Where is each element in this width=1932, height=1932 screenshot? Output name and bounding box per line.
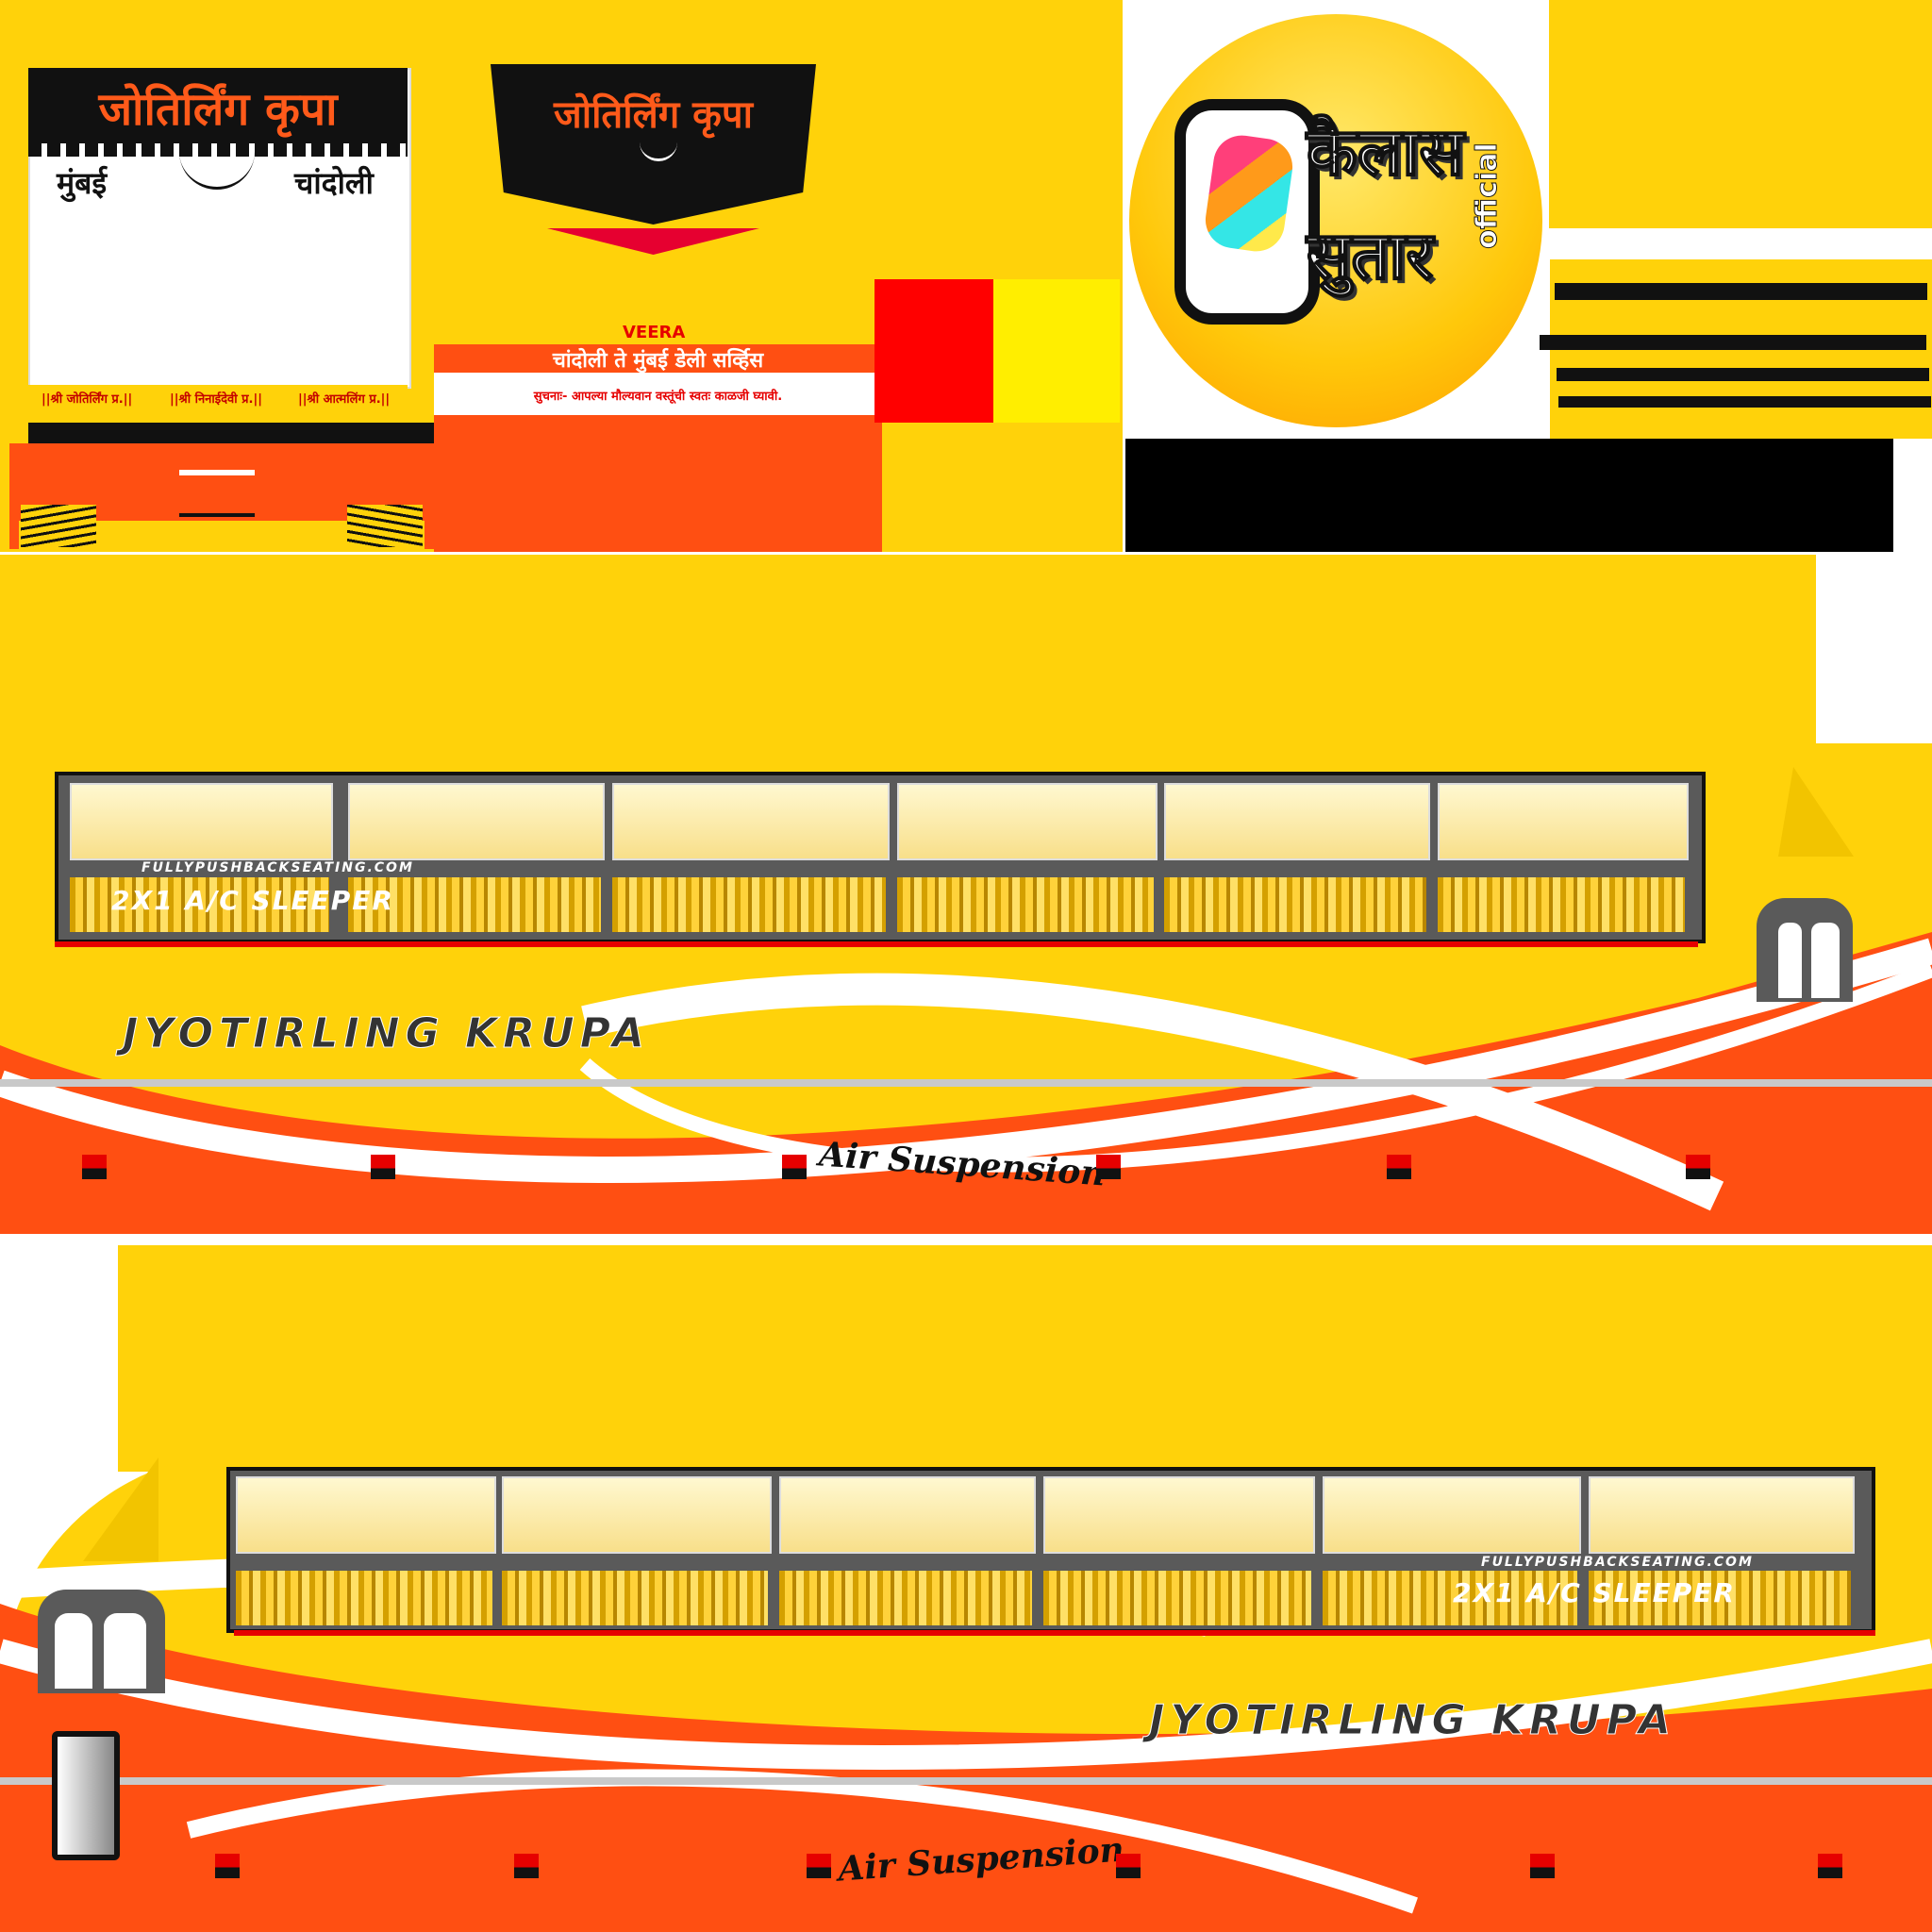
front-city-left: मुंबई [57,165,108,201]
stripe-1 [1555,283,1927,300]
window [70,783,333,860]
side-marker-lamp-icon [1530,1854,1555,1878]
rear-flourish-icon [640,140,677,161]
window [1589,1476,1855,1554]
texture-top-right-band [1549,0,1932,228]
rear-title: जोतिर्लिंग कृपा [554,92,753,137]
side-marker-lamp-icon [371,1155,395,1179]
side-bottom-windows [236,1476,1863,1627]
side-marker-lamp-icon [514,1854,539,1878]
side-top-red-line [55,941,1698,947]
rear-route: चांदोली ते मुंबई डेली सर्व्हिस [552,348,764,373]
stripe-3 [1557,368,1929,381]
window [236,1476,496,1554]
side-bottom-fuel-flap [52,1731,120,1860]
side-marker-lamp-icon [1818,1854,1842,1878]
side-marker-lamp-icon [82,1155,107,1179]
side-bottom-name: JYOTIRLING KRUPA [1149,1696,1676,1745]
front-blessing-2: ||श्री निनाईदेवी प्र.|| [170,392,262,407]
side-marker-lamp-icon [807,1854,831,1878]
curtain [779,1571,1032,1625]
stripe-2 [1540,335,1926,350]
front-emblem-icon [179,149,255,190]
curtain [1438,877,1685,932]
curtain [70,877,329,932]
front-stripes-left [21,505,96,547]
side-bottom-roof [118,1245,1932,1472]
window [1043,1476,1315,1554]
side-bottom-type: 2X1 A/C SLEEPER [1453,1577,1736,1608]
side-top-name: JYOTIRLING KRUPA [123,1009,650,1058]
window [348,783,605,860]
black-bar [1125,439,1893,552]
side-top-tagline: FULLYPUSHBACKSEATING.COM [142,860,414,875]
swatch-yellow [993,279,1120,423]
curtain [1164,877,1426,932]
window [779,1476,1036,1554]
rear-notice-band [434,373,882,415]
side-top-type: 2X1 A/C SLEEPER [111,885,394,916]
rear-bumper [434,415,882,552]
side-top-door-glass-2 [1811,923,1840,998]
side-top-windows [70,783,1692,934]
rear-route-band [434,344,882,373]
channel-logo-line1: कैलास [1306,111,1465,192]
front-title-bar [28,68,408,143]
side-bottom-door-glass-1 [55,1613,92,1689]
window [1164,783,1430,860]
side-bottom-door-glass-2 [104,1613,146,1689]
front-city-right: चांदोली [294,165,374,201]
curtain [897,877,1154,932]
side-marker-lamp-icon [1387,1155,1411,1179]
stripe-4 [1558,396,1931,408]
side-top-roof [0,555,1816,772]
window [612,783,890,860]
side-bottom: FULLYPUSHBACKSEATING.COM 2X1 A/C SLEEPER… [0,1245,1932,1932]
swatch-red [874,279,993,423]
rear-chevron [547,228,759,255]
side-marker-lamp-icon [1686,1155,1710,1179]
window [1438,783,1689,860]
side-top-swoosh [0,932,1932,1234]
side-marker-lamp-icon [1116,1854,1141,1878]
curtain [612,877,886,932]
channel-logo-tag: official [1470,142,1504,250]
side-bottom-red-line [234,1630,1875,1636]
curtain [236,1571,492,1625]
front-blessing-3: ||श्री आत्मलिंग प्र.|| [298,392,391,407]
curtain [1323,1571,1577,1625]
front-panel: जोतिर्लिंग कृपा मुंबई चांदोली ||श्री जोत… [0,0,434,552]
window [1323,1476,1581,1554]
curtain [348,877,601,932]
side-marker-lamp-icon [1096,1155,1121,1179]
front-blessing-1: ||श्री जोतिर्लिंग प्र.|| [42,392,133,407]
front-logo-icon [179,470,255,517]
side-top: FULLYPUSHBACKSEATING.COM 2X1 A/C SLEEPER… [0,555,1932,1234]
rear-notice: सुचनाः- आपल्या मौल्यवान वस्तूंची स्वतः क… [533,390,783,404]
side-bottom-tagline: FULLYPUSHBACKSEATING.COM [1481,1555,1754,1570]
side-marker-lamp-icon [782,1155,807,1179]
rear-brand: VEERA [623,323,686,342]
window [502,1476,772,1554]
front-title: जोतिर्लिंग कृपा [98,83,338,136]
curtain [502,1571,768,1625]
curtain [1589,1571,1851,1625]
curtain [1043,1571,1311,1625]
front-stripes-right [347,505,423,547]
front-blessing-strip [28,385,408,413]
side-top-door-glass-1 [1778,923,1802,998]
rear-panel: जोतिर्लिंग कृपा VEERA चांदोली ते मुंबई ड… [434,0,882,552]
channel-logo-line2: सुतार [1306,215,1434,295]
window [897,783,1158,860]
side-marker-lamp-icon [215,1854,240,1878]
